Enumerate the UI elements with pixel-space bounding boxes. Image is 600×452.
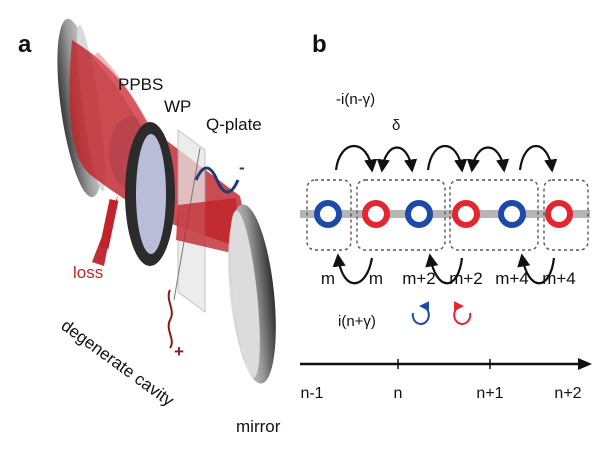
- dashed-groups: [306, 179, 589, 251]
- wp-label: WP: [164, 97, 191, 116]
- mode-circle-m4-blue: [498, 200, 526, 228]
- axis-tick-label: n: [394, 385, 403, 402]
- mode-label: m+4: [495, 269, 529, 288]
- mode-label: m+4: [542, 269, 576, 288]
- axis-tick-label: n+2: [554, 385, 581, 402]
- mode-labels: m m m+2 m+2 m+4 m+4: [321, 269, 576, 288]
- ppbs-label: PPBS: [118, 75, 163, 94]
- n-axis: n-1 n n+1 n+2: [300, 358, 592, 402]
- loss-label: loss: [73, 263, 103, 282]
- cavity-label: degenerate cavity: [58, 316, 178, 411]
- minus-label: -: [239, 158, 245, 177]
- bottom-coupling-arrows: [332, 253, 556, 285]
- panel-b: b: [300, 31, 592, 402]
- mode-circle-m2-red: [452, 200, 480, 228]
- q-plate-wave-minus: [194, 166, 240, 194]
- axis-tick-label: n-1: [300, 385, 323, 402]
- top-coupling-arrows: [334, 144, 558, 173]
- mode-label: m+2: [402, 269, 436, 288]
- plus-label: +: [174, 342, 184, 361]
- counterclockwise-arrow-icon: [453, 301, 472, 325]
- mode-circle-m-red: [362, 200, 390, 228]
- coef-top-mid: δ: [392, 117, 400, 134]
- right-mirror: [228, 204, 276, 384]
- q-plate-wave-plus: [167, 289, 173, 349]
- mirror-label: mirror: [236, 417, 281, 436]
- mode-label: m: [369, 269, 383, 288]
- axis-arrowhead-icon: [578, 358, 592, 370]
- clockwise-arrow-icon: [411, 301, 430, 325]
- mode-circles: [314, 200, 573, 228]
- mode-label: m: [321, 269, 335, 288]
- qplate-label: Q-plate: [206, 115, 262, 134]
- panel-a: a: [18, 18, 281, 436]
- mode-circle-m-blue: [314, 200, 342, 228]
- coef-top-left: -i(n-γ): [336, 91, 375, 108]
- mode-circle-m4-red: [545, 200, 573, 228]
- mode-circle-m2-blue: [405, 200, 433, 228]
- mode-label: m+2: [449, 269, 483, 288]
- coef-bottom-left: i(n+γ): [338, 313, 376, 330]
- axis-tick-label: n+1: [476, 385, 503, 402]
- panel-b-letter: b: [312, 31, 327, 58]
- panel-a-letter: a: [18, 31, 32, 58]
- wave-plate: [125, 122, 175, 266]
- beam-right: [176, 198, 240, 255]
